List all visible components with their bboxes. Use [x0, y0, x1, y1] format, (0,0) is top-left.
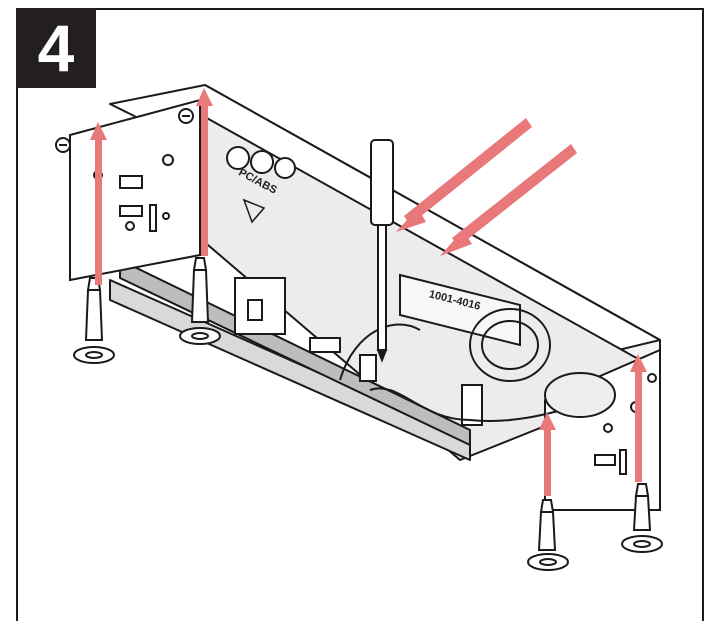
arrow-up-icon: [539, 412, 556, 496]
screw-icon: [73, 277, 115, 364]
left-mounting-plate: [69, 98, 201, 282]
screw-icon: [621, 483, 663, 553]
arrow-diagonal-icon: [440, 144, 577, 256]
screw-icon: [179, 257, 221, 345]
arrow-up-icon: [196, 88, 213, 256]
wire-bundle: [339, 308, 616, 422]
knockout-holes: [226, 146, 296, 179]
mounting-screws: [73, 257, 663, 571]
screw-icon: [527, 499, 569, 571]
step-number-badge: 4: [16, 8, 96, 88]
illustration-frame: [16, 8, 704, 621]
arrow-up-icon: [630, 354, 647, 482]
terminal-block: [234, 277, 483, 426]
recycle-icon: [242, 198, 266, 224]
screw-icon: [55, 108, 194, 153]
arrow-up-icon: [90, 122, 107, 285]
arrow-diagonal-icon: [396, 118, 532, 232]
screwdriver-icon: [370, 139, 394, 363]
